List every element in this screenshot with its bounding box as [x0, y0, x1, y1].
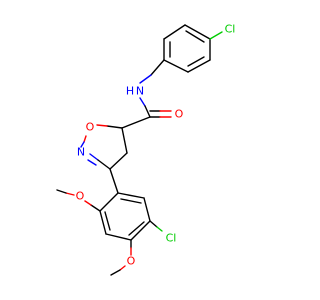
ring-oxygen-label: O: [86, 121, 95, 134]
bond: [83, 135, 87, 143]
bond: [163, 24, 186, 40]
bond: [149, 220, 158, 228]
structure-canvas: Cl N H O O N O Cl O: [56, 23, 236, 276]
dimethoxyphenyl-ring: [99, 192, 151, 241]
molecule-drawing: Cl N H O O N O Cl O: [56, 23, 236, 276]
bond: [187, 59, 211, 73]
bond: [143, 197, 151, 222]
bond: [119, 265, 126, 271]
bond: [150, 59, 165, 76]
bond: [90, 204, 101, 212]
bond: [89, 153, 99, 161]
bond: [163, 59, 189, 73]
bond: [156, 226, 163, 232]
carbonyl-oxygen-label: O: [175, 108, 184, 121]
bond: [139, 97, 146, 107]
chlorine-atom-label: Cl: [225, 23, 236, 36]
bond: [209, 31, 223, 40]
bond: [185, 30, 205, 43]
bond: [121, 127, 128, 154]
methoxy-oxygen-label: O: [76, 190, 85, 203]
bond: [87, 159, 97, 166]
chlorine-atom-label: Cl: [166, 232, 177, 245]
bond: [184, 24, 211, 40]
methoxy-oxygen-label: O: [127, 255, 136, 268]
bond: [97, 159, 111, 170]
chlorophenyl-ring: [163, 24, 211, 73]
bond: [110, 269, 121, 276]
bond: [109, 152, 128, 170]
bond: [121, 116, 151, 129]
bond: [130, 220, 151, 241]
bond: [104, 211, 111, 231]
bond: [139, 74, 152, 84]
bond: [99, 192, 119, 212]
bond: [84, 200, 92, 206]
bond: [144, 105, 151, 118]
bond: [106, 125, 123, 129]
bond: [99, 210, 107, 235]
bond: [109, 168, 119, 194]
amide-nitrogen-label: N: [136, 85, 144, 98]
bond: [56, 189, 67, 194]
bond: [128, 221, 145, 236]
bond: [120, 198, 142, 204]
amide-hydrogen-label: H: [126, 85, 134, 98]
bond: [117, 192, 145, 199]
ring-nitrogen-label: N: [77, 146, 85, 159]
bond: [65, 192, 75, 196]
bond: [105, 233, 132, 241]
bond: [187, 56, 205, 67]
bond: [80, 141, 85, 148]
bond: [96, 124, 108, 127]
isoxazoline-ring: [80, 124, 128, 170]
